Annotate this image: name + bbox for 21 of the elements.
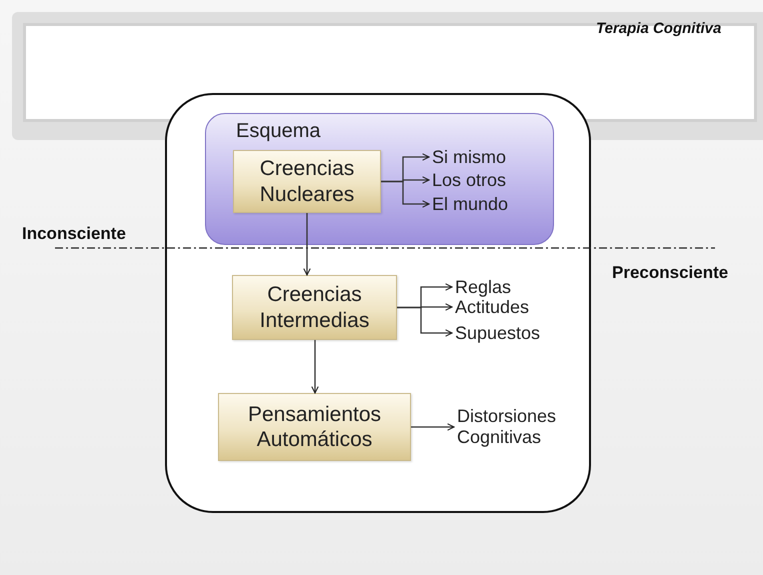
item-text: Los otros [432,169,532,191]
concept-box: Creencias Intermedias [232,275,397,340]
arrow [381,180,430,208]
slide-title: Terapia Cognitiva [596,20,722,37]
arrow [411,423,455,431]
arrow [397,306,453,337]
level-label: Preconsciente [612,263,728,283]
item-text: Distorsiones Cognitivas [457,404,577,450]
item-text: Supuestos [455,322,555,344]
item-text: Si mismo [432,146,532,168]
schema-panel [205,113,554,245]
item-text: Actitudes [455,296,550,318]
rounded-frame [165,93,591,513]
panel-title: Esquema [236,120,320,143]
item-text: El mundo [432,193,532,215]
level-label: Inconsciente [22,224,126,244]
arrow [311,340,319,394]
arrow [303,213,311,276]
concept-box: Creencias Nucleares [233,150,381,213]
item-text: Reglas [455,276,550,298]
concept-box: Pensamientos Automáticos [218,393,411,461]
